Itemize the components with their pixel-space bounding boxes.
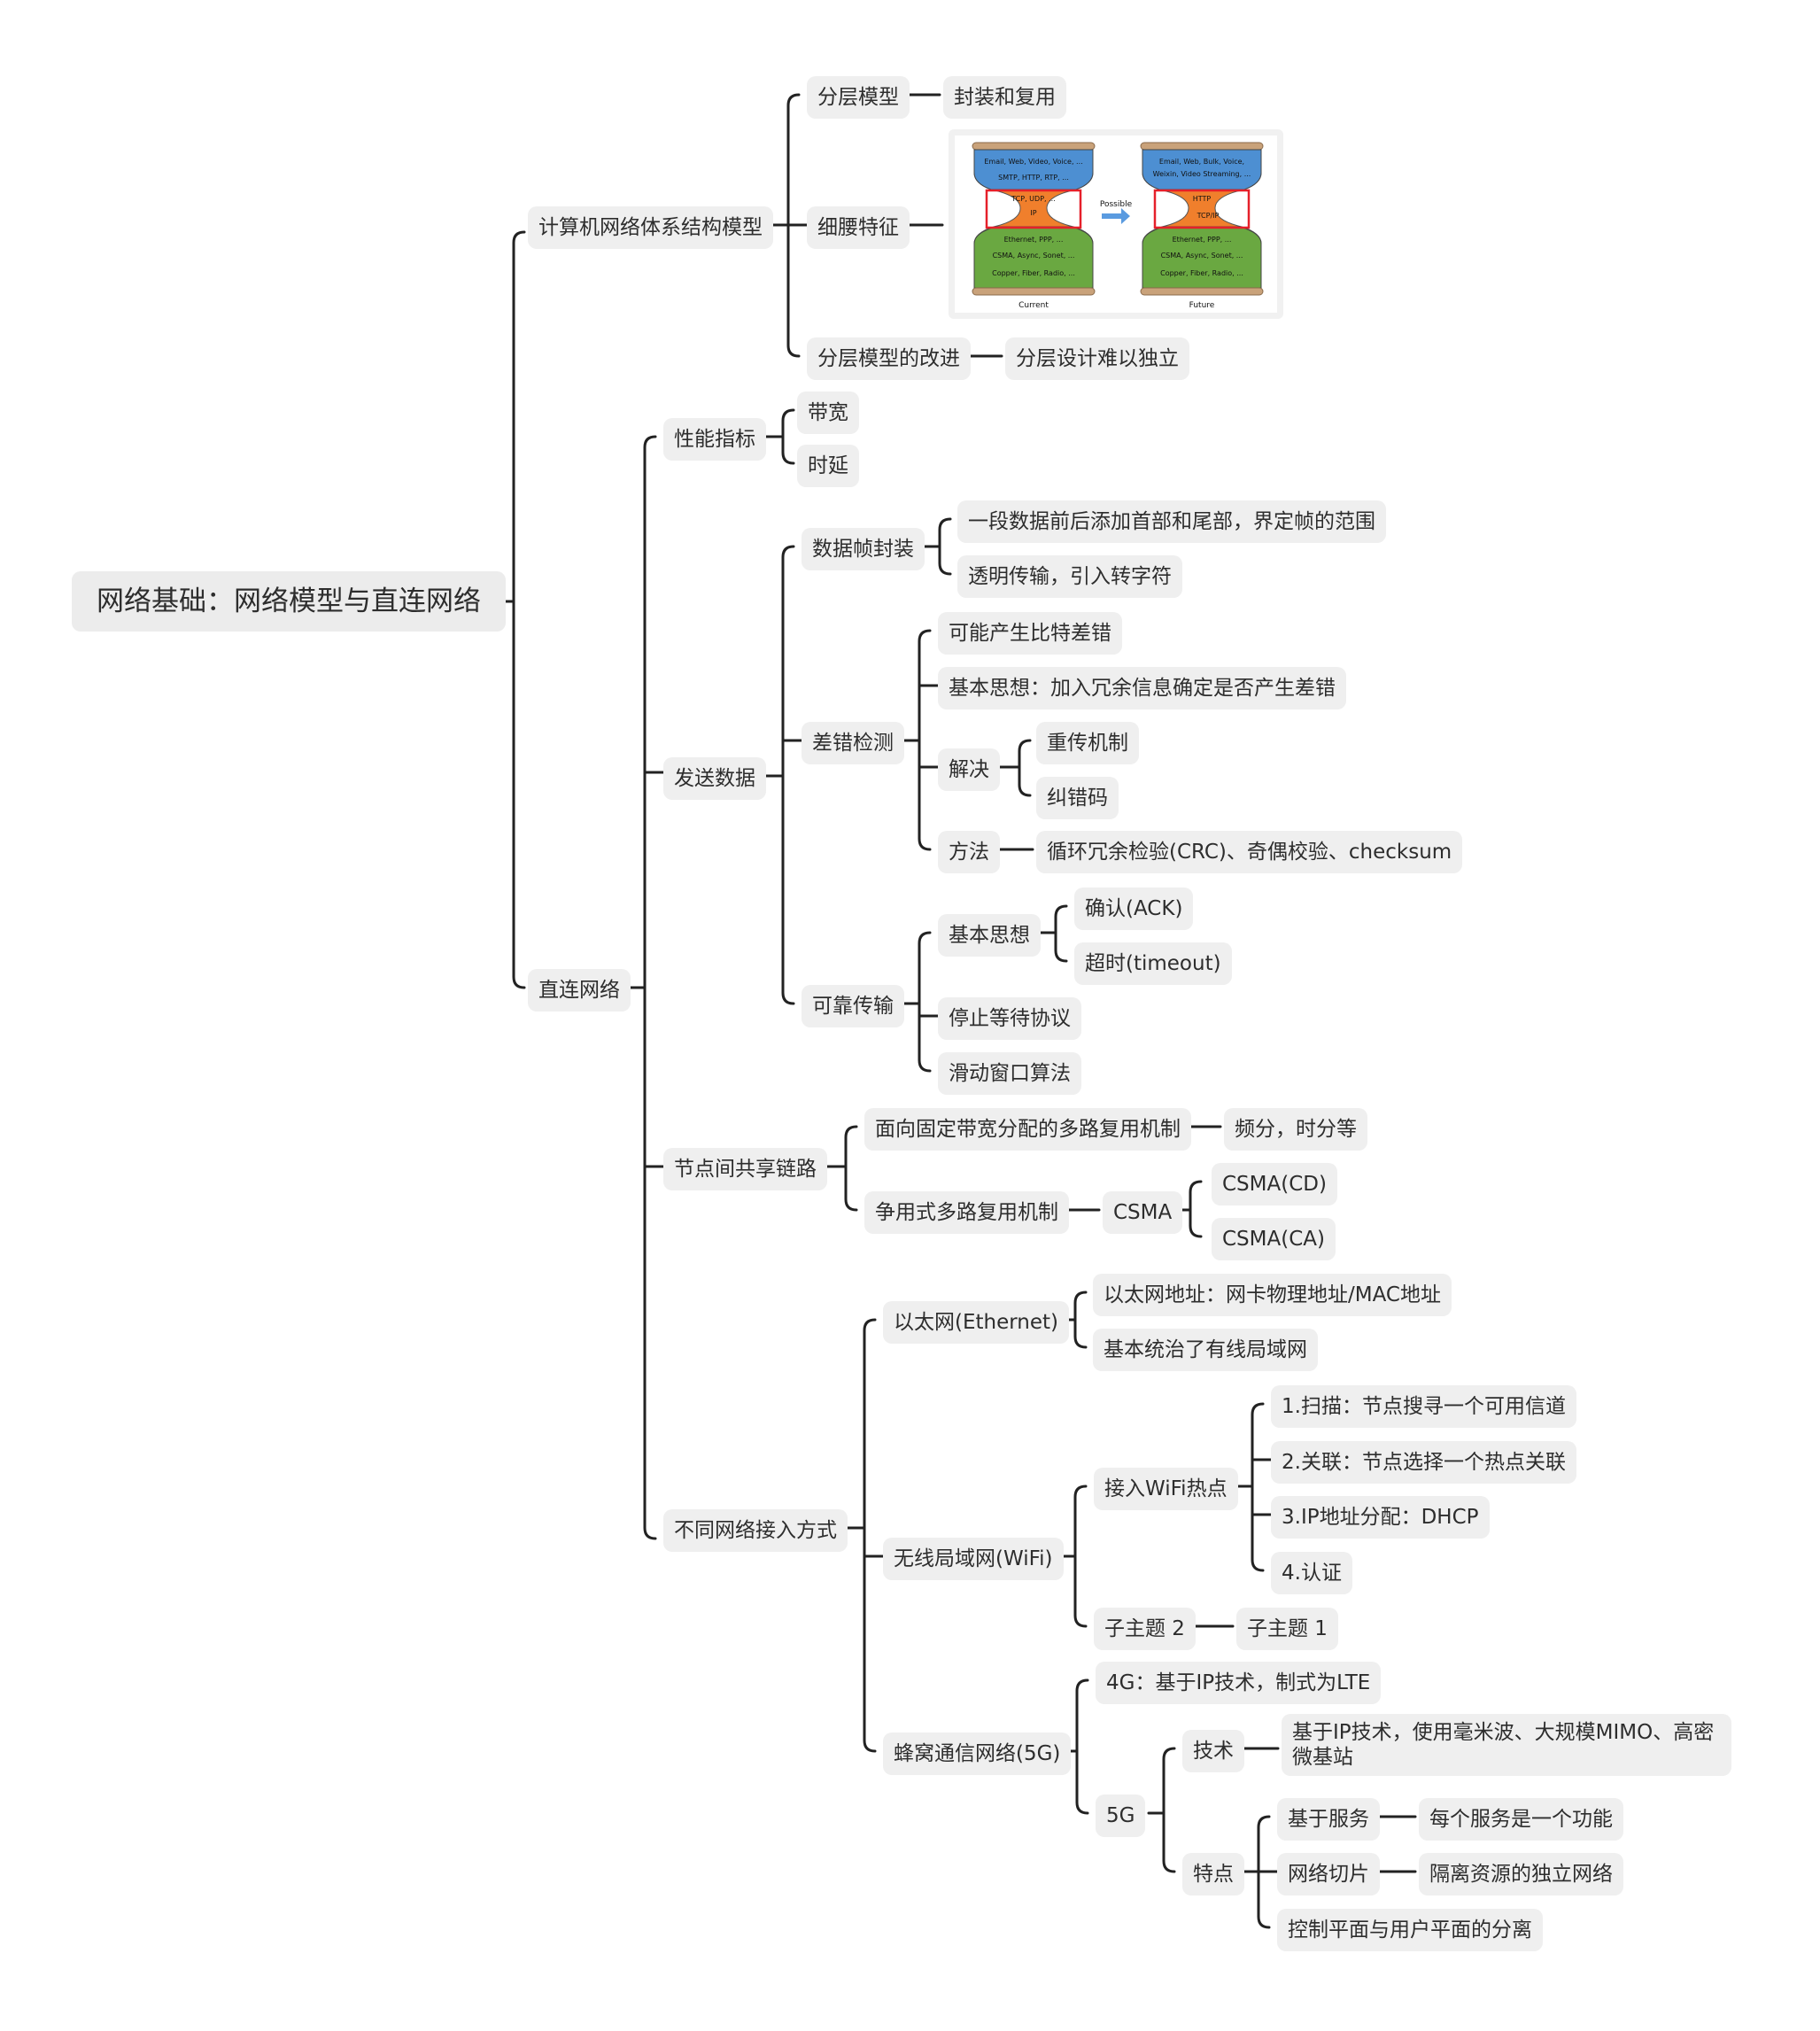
topic-csma-ca[interactable]: CSMA(CA) [1212,1218,1336,1260]
future-phy2: Copper, Fiber, Radio, ... [1160,269,1243,277]
current-app1: Email, Web, Video, Voice, ... [984,158,1082,166]
root-topic[interactable]: 网络基础：网络模型与直连网络 [72,571,506,632]
topic-bandwidth[interactable]: 带宽 [797,391,859,434]
topic-csma-cd[interactable]: CSMA(CD) [1212,1163,1337,1205]
topic-bit-error[interactable]: 可能产生比特差错 [938,612,1122,655]
topic-subtopic-2[interactable]: 子主题 2 [1094,1608,1196,1650]
topic-wifi-auth[interactable]: 4.认证 [1271,1552,1352,1594]
topic-isolated-network[interactable]: 隔离资源的独立网络 [1419,1853,1623,1895]
topic-service-function[interactable]: 每个服务是一个功能 [1419,1798,1623,1841]
topic-timeout[interactable]: 超时(timeout) [1074,942,1232,985]
topic-fixed-multiplexing[interactable]: 面向固定带宽分配的多路复用机制 [864,1108,1191,1151]
topic-layer-model[interactable]: 分层模型 [807,76,910,119]
current-transport: TCP, UDP, ... [1011,195,1055,203]
topic-wifi[interactable]: 无线局域网(WiFi) [883,1538,1064,1580]
hourglass-current: Email, Web, Video, Voice, ... SMTP, HTTP… [972,142,1096,310]
current-phy2: Copper, Fiber, Radio, ... [992,269,1075,277]
topic-architecture-model[interactable]: 计算机网络体系结构模型 [528,206,773,249]
future-app1: Email, Web, Bulk, Voice, [1159,158,1244,166]
topic-layer-hard-independent[interactable]: 分层设计难以独立 [1005,337,1189,380]
current-app2: SMTP, HTTP, RTP, ... [998,174,1069,182]
current-network: IP [1030,209,1036,217]
topic-send-data[interactable]: 发送数据 [663,757,766,800]
topic-latency[interactable]: 时延 [797,445,859,487]
future-app2: Weixin, Video Streaming, ... [1153,170,1251,178]
topic-5g-tech-detail[interactable]: 基于IP技术，使用毫米波、大规模MIMO、高密微基站 [1282,1714,1731,1776]
topic-reliable-basic-idea[interactable]: 基本思想 [938,914,1041,957]
topic-fdm-tdm[interactable]: 频分，时分等 [1224,1108,1367,1151]
topic-reliable-transfer[interactable]: 可靠传输 [802,985,904,1027]
topic-performance[interactable]: 性能指标 [663,418,766,461]
topic-transparent-transfer[interactable]: 透明传输，引入转字符 [957,555,1182,598]
topic-retransmission[interactable]: 重传机制 [1036,722,1139,764]
topic-5g-features[interactable]: 特点 [1182,1853,1244,1895]
current-link: Ethernet, PPP, ... [1004,236,1064,244]
future-transport: HTTP [1193,195,1212,203]
topic-network-slicing[interactable]: 网络切片 [1277,1853,1380,1895]
possible-label: Possible [1100,200,1133,209]
topic-frame-header-trailer[interactable]: 一段数据前后添加首部和尾部，界定帧的范围 [957,500,1386,543]
hourglass-image[interactable]: Email, Web, Video, Voice, ... SMTP, HTTP… [949,129,1283,319]
topic-shared-link[interactable]: 节点间共享链路 [663,1148,827,1190]
topic-crc-methods[interactable]: 循环冗余检验(CRC)、奇偶校验、checksum [1036,831,1463,873]
topic-cellular[interactable]: 蜂窝通信网络(5G) [883,1733,1072,1775]
topic-direct-network[interactable]: 直连网络 [528,969,631,1012]
topic-error-detection[interactable]: 差错检测 [802,722,904,764]
topic-wifi-dhcp[interactable]: 3.IP地址分配：DHCP [1271,1496,1490,1539]
topic-wifi-hotspot[interactable]: 接入WiFi热点 [1094,1468,1238,1510]
topic-ethernet[interactable]: 以太网(Ethernet) [883,1301,1070,1344]
future-link: Ethernet, PPP, ... [1173,236,1232,244]
topic-5g-tech[interactable]: 技术 [1182,1730,1244,1772]
current-label: Current [1018,301,1049,310]
topic-sliding-window[interactable]: 滑动窗口算法 [938,1052,1081,1095]
topic-layer-improve[interactable]: 分层模型的改进 [807,337,971,380]
topic-redundancy-idea[interactable]: 基本思想：加入冗余信息确定是否产生差错 [938,667,1346,709]
topic-wired-lan[interactable]: 基本统治了有线局域网 [1093,1329,1318,1371]
topic-ack[interactable]: 确认(ACK) [1074,888,1194,930]
future-network: TCP/IP [1197,212,1220,220]
topic-narrow-waist[interactable]: 细腰特征 [807,206,910,249]
topic-wifi-scan[interactable]: 1.扫描：节点搜寻一个可用信道 [1271,1385,1576,1428]
topic-csma[interactable]: CSMA [1103,1191,1183,1234]
future-phy1: CSMA, Async, Sonet, ... [1161,252,1243,260]
topic-subtopic-1[interactable]: 子主题 1 [1236,1608,1338,1650]
topic-access-methods[interactable]: 不同网络接入方式 [663,1509,848,1552]
current-phy1: CSMA, Async, Sonet, ... [993,252,1075,260]
hourglass-future: Email, Web, Bulk, Voice, Weixin, Video S… [1140,142,1264,310]
hourglass-figure: Email, Web, Video, Voice, ... SMTP, HTTP… [955,136,1277,313]
topic-error-correcting-code[interactable]: 纠错码 [1036,777,1119,819]
topic-ethernet-address[interactable]: 以太网地址：网卡物理地址/MAC地址 [1093,1274,1452,1316]
possible-arrow: Possible [1100,200,1133,224]
topic-control-user-plane[interactable]: 控制平面与用户平面的分离 [1277,1909,1543,1951]
topic-frame-encapsulation[interactable]: 数据帧封装 [802,528,925,570]
topic-contention-multiplexing[interactable]: 争用式多路复用机制 [864,1191,1069,1234]
topic-4g[interactable]: 4G：基于IP技术，制式为LTE [1096,1662,1382,1704]
topic-stop-and-wait[interactable]: 停止等待协议 [938,997,1081,1040]
future-label: Future [1189,301,1215,310]
topic-method[interactable]: 方法 [938,831,1000,873]
topic-5g[interactable]: 5G [1096,1795,1146,1837]
topic-solve[interactable]: 解决 [938,748,1000,791]
topic-wifi-associate[interactable]: 2.关联：节点选择一个热点关联 [1271,1441,1576,1484]
topic-encapsulation[interactable]: 封装和复用 [943,76,1066,119]
topic-service-based[interactable]: 基于服务 [1277,1798,1380,1841]
